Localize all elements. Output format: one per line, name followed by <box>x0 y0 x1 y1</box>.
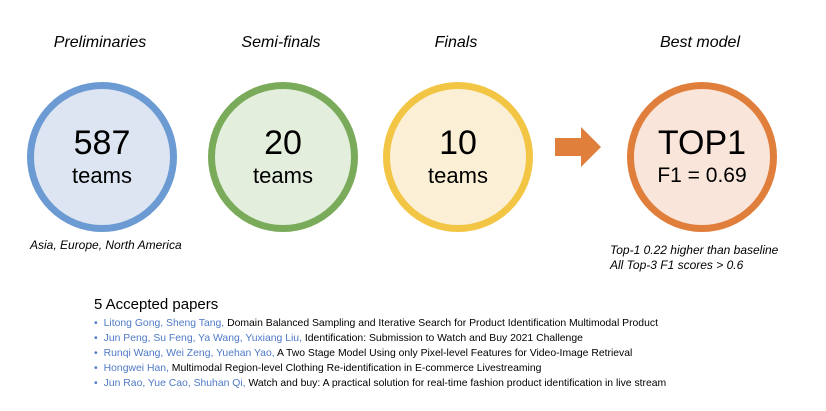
paper-authors: Runqi Wang, Wei Zeng, Yuehan Yao, <box>103 348 275 359</box>
circle-finals: 10 teams <box>383 82 533 232</box>
bullet-icon: • <box>94 378 98 389</box>
right-arrow-icon <box>555 127 601 167</box>
list-item: • Jun Rao, Yue Cao, Shuhan Qi, Watch and … <box>94 376 666 391</box>
circle-preliminaries: 587 teams <box>27 82 177 232</box>
stage-label-semi-finals: Semi-finals <box>241 34 321 51</box>
bullet-icon: • <box>94 348 98 359</box>
finals-count: 10 <box>439 124 477 162</box>
list-item: • Runqi Wang, Wei Zeng, Yuehan Yao, A Two… <box>94 346 666 361</box>
preliminaries-count: 587 <box>73 124 131 162</box>
semi-finals-unit: teams <box>253 163 313 188</box>
bullet-icon: • <box>94 363 98 374</box>
paper-title: Identification: Submission to Watch and … <box>301 333 583 344</box>
stage-label-finals: Finals <box>434 34 478 51</box>
stage-label-preliminaries: Preliminaries <box>53 34 147 51</box>
papers-list: • Litong Gong, Sheng Tang, Domain Balance… <box>94 316 666 391</box>
paper-title: Domain Balanced Sampling and Iterative S… <box>224 318 658 329</box>
bullet-icon: • <box>94 318 98 329</box>
paper-title: A Two Stage Model Using only Pixel-level… <box>274 348 633 359</box>
best-model-rank: TOP1 <box>657 124 747 162</box>
stage-label-best-model: Best model <box>659 34 741 51</box>
paper-authors: Hongwei Han, <box>103 363 169 374</box>
paper-authors: Jun Rao, Yue Cao, Shuhan Qi, <box>103 378 246 389</box>
semi-finals-count: 20 <box>264 124 302 162</box>
best-note-1: Top-1 0.22 higher than baseline <box>610 243 779 257</box>
list-item: • Litong Gong, Sheng Tang, Domain Balance… <box>94 316 666 331</box>
circle-best-model: TOP1 F1 = 0.69 <box>627 82 777 232</box>
paper-authors: Jun Peng, Su Feng, Ya Wang, Yuxiang Liu, <box>103 333 302 344</box>
list-item: • Jun Peng, Su Feng, Ya Wang, Yuxiang Liu… <box>94 331 666 346</box>
bullet-icon: • <box>94 333 98 344</box>
preliminaries-unit: teams <box>72 163 132 188</box>
circle-semi-finals: 20 teams <box>208 82 358 232</box>
finals-unit: teams <box>428 163 488 188</box>
best-note-2: All Top-3 F1 scores > 0.6 <box>610 258 744 272</box>
paper-authors: Litong Gong, Sheng Tang, <box>103 318 225 329</box>
paper-title: Watch and buy: A practical solution for … <box>245 378 667 389</box>
list-item: • Hongwei Han, Multimodal Region-level Cl… <box>94 361 666 376</box>
region-note: Asia, Europe, North America <box>30 238 182 252</box>
papers-title: 5 Accepted papers <box>94 296 219 313</box>
paper-title: Multimodal Region-level Clothing Re-iden… <box>168 363 542 374</box>
best-model-score: F1 = 0.69 <box>657 164 747 187</box>
